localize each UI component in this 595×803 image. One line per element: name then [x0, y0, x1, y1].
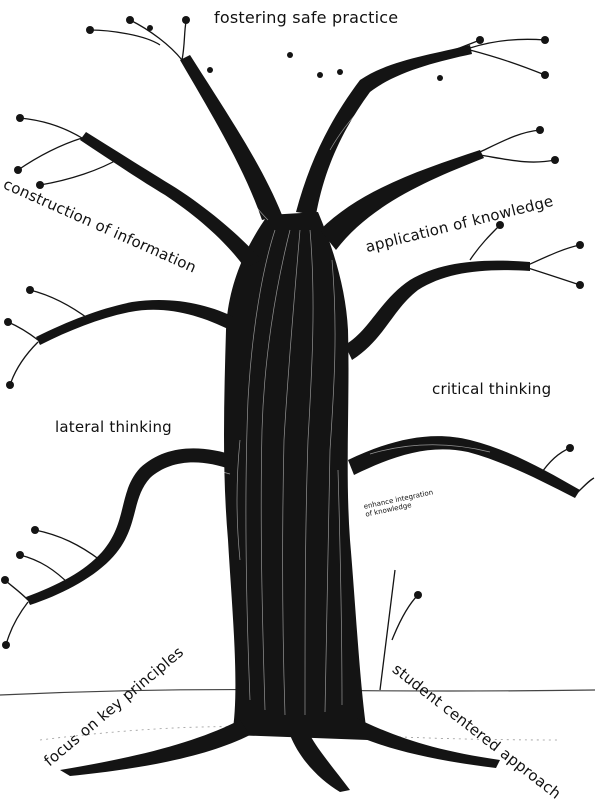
label-critical-thinking: critical thinking	[432, 380, 551, 398]
limb-upper-left	[180, 55, 282, 220]
label-fostering-safe-practice: fostering safe practice	[214, 8, 398, 27]
limb-left-mid	[36, 300, 236, 345]
limb-left-lower	[26, 448, 236, 605]
root-center	[290, 735, 350, 792]
trunk	[224, 212, 368, 740]
limb-right-mid	[345, 261, 530, 360]
label-lateral-thinking: lateral thinking	[55, 418, 172, 436]
